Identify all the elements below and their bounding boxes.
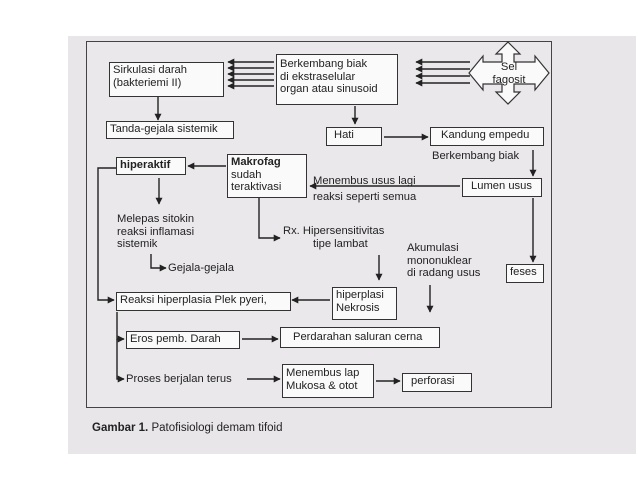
node-perforasi-text: perforasi bbox=[411, 375, 455, 387]
label-melepas-sitokin: Melepas sitokin reaksi inflamasi sistemi… bbox=[117, 213, 194, 251]
node-feses-text: feses bbox=[510, 266, 537, 278]
node-makrofag: Makrofag sudah teraktivasi bbox=[227, 154, 307, 198]
node-menembus-lap-mukosa: Menembus lap Mukosa & otot bbox=[282, 364, 374, 398]
node-hiperaktif: hiperaktif bbox=[116, 157, 186, 175]
arrow-sitokin-gejala bbox=[150, 254, 167, 272]
node-kandung-empedu: Kandung empedu bbox=[430, 127, 544, 146]
node-menembus-lap-line2: Mukosa & otot bbox=[286, 379, 358, 392]
label-rx-line1: Rx. Hipersensitivitas bbox=[283, 225, 385, 237]
arrow-reaksi-eros bbox=[116, 312, 125, 343]
node-perdarahan-saluran-cerna: Perdarahan saluran cerna bbox=[280, 327, 440, 348]
label-melepas-sitokin-line2: reaksi inflamasi bbox=[117, 225, 195, 238]
node-sel-fagosit-line2: fagosit bbox=[492, 73, 526, 86]
node-menembus-lap-line1: Menembus lap bbox=[286, 367, 360, 379]
label-akumulasi-line3: di radang usus bbox=[407, 267, 481, 279]
node-hiperplasi-line1: hiperplasi bbox=[336, 289, 384, 301]
node-hiperaktif-text: hiperaktif bbox=[120, 159, 171, 171]
arrow-reaksi-proses bbox=[116, 339, 125, 383]
node-sirkulasi-line1: Sirkulasi darah bbox=[113, 64, 187, 76]
arrow-makrofag-rx bbox=[258, 198, 281, 242]
node-berkembang-line3: organ atau sinusoid bbox=[280, 83, 378, 95]
node-hati-text: Hati bbox=[334, 129, 354, 141]
node-hiperplasi-line2: Nekrosis bbox=[336, 301, 380, 314]
node-berkembang-line1: Berkembang biak bbox=[280, 58, 368, 70]
node-berkembang-biak: Berkembang biak di ekstraselular organ a… bbox=[276, 54, 398, 105]
label-akumulasi-line2: mononuklear bbox=[407, 254, 472, 267]
node-tanda-gejala-text: Tanda-gejala sistemik bbox=[110, 123, 218, 135]
node-tanda-gejala-sistemik: Tanda-gejala sistemik bbox=[106, 121, 234, 139]
node-makrofag-line3: teraktivasi bbox=[231, 181, 282, 193]
label-rx-hipersensitivitas: Rx. Hipersensitivitas tipe lambat bbox=[283, 225, 384, 250]
node-perforasi: perforasi bbox=[402, 373, 472, 392]
label-akumulasi-line1: Akumulasi bbox=[407, 242, 459, 254]
node-lumen-usus-text: Lumen usus bbox=[471, 180, 532, 192]
label-menembus-usus-line1: Menembus usus lagi bbox=[313, 175, 416, 187]
label-berkembang-biak-2: Berkembang biak bbox=[432, 150, 520, 162]
node-reaksi-hiperplasia-text: Reaksi hiperplasia Plek pyeri, bbox=[120, 294, 267, 306]
node-makrofag-line2: sudah bbox=[231, 168, 262, 181]
node-berkembang-line2: di ekstraselular bbox=[280, 70, 356, 83]
node-lumen-usus: Lumen usus bbox=[462, 178, 542, 197]
figure-caption: Gambar 1. Patofisiologi demam tifoid bbox=[92, 422, 283, 434]
label-akumulasi-mononuklear: Akumulasi mononuklear di radang usus bbox=[407, 242, 480, 280]
label-gejala-gejala: Gejala-gejala bbox=[168, 262, 234, 274]
node-sel-fagosit-line1: Sel bbox=[500, 61, 518, 73]
node-eros-text: Eros pemb. Darah bbox=[130, 333, 221, 345]
node-makrofag-line1: Makrofag bbox=[231, 156, 281, 168]
node-hiperplasi-nekrosis: hiperplasi Nekrosis bbox=[332, 287, 397, 320]
caption-label: Gambar 1. bbox=[92, 422, 149, 434]
node-hati: Hati bbox=[326, 127, 382, 146]
node-reaksi-hiperplasia: Reaksi hiperplasia Plek pyeri, bbox=[116, 292, 291, 311]
caption-text: Patofisiologi demam tifoid bbox=[151, 422, 283, 434]
node-perdarahan-text: Perdarahan saluran cerna bbox=[293, 331, 423, 343]
label-menembus-usus-line2: reaksi seperti semua bbox=[313, 190, 417, 203]
label-rx-line2: tipe lambat bbox=[313, 237, 368, 250]
label-melepas-sitokin-line1: Melepas sitokin bbox=[117, 213, 195, 225]
label-proses-berjalan-terus: Proses berjalan terus bbox=[126, 373, 232, 385]
sel-fagosit-cross-shape bbox=[468, 41, 550, 105]
label-menembus-usus: Menembus usus lagi reaksi seperti semua bbox=[313, 175, 416, 203]
node-feses: feses bbox=[506, 264, 544, 283]
node-sel-fagosit: Sel fagosit bbox=[492, 61, 526, 86]
label-melepas-sitokin-line3: sistemik bbox=[117, 238, 158, 250]
node-kandung-empedu-text: Kandung empedu bbox=[441, 129, 530, 141]
node-sirkulasi-darah: Sirkulasi darah (bakteriemi II) bbox=[109, 62, 224, 97]
arrow-left-trunk-reaksi bbox=[97, 167, 116, 304]
node-sirkulasi-line2: (bakteriemi II) bbox=[113, 76, 182, 89]
node-eros-pemb-darah: Eros pemb. Darah bbox=[126, 331, 240, 349]
